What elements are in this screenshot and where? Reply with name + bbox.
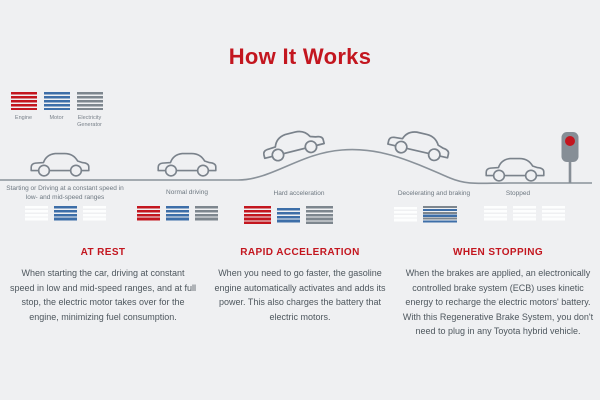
inactive-bar: [483, 206, 507, 221]
car-icon: [485, 157, 545, 182]
inactive-bar: [512, 206, 536, 221]
motor-swatch-icon: [43, 92, 70, 110]
car-icon: [157, 152, 217, 177]
section-body: When you need to go faster, the gasoline…: [214, 268, 386, 322]
engine-bar: [136, 206, 160, 221]
section-heading: AT REST: [80, 247, 126, 258]
energy-bars: [132, 206, 222, 221]
section-heading: WHEN STOPPING: [452, 247, 544, 258]
regen-bar: [422, 206, 457, 223]
legend-item-motor: Motor: [43, 92, 70, 129]
stage-label: Decelerating and braking: [397, 190, 471, 197]
generator-bar: [194, 206, 218, 221]
motor-bar: [276, 208, 300, 223]
inactive-bar: [393, 207, 417, 222]
inactive-bar: [24, 206, 48, 221]
section-when-stopping: WHEN STOPPING When the brakes are applie…: [400, 247, 596, 339]
engine-swatch-icon: [10, 92, 37, 110]
traffic-light-icon: [561, 132, 579, 183]
engine-bar: [243, 206, 271, 225]
inactive-bar: [541, 206, 565, 221]
stage-label: Starting or Driving at a constant speed …: [6, 185, 124, 202]
section-at-rest: AT REST When starting the car, driving a…: [8, 247, 198, 324]
energy-bars: [238, 206, 338, 225]
legend: Engine Motor Electricity Generator: [10, 92, 103, 129]
motor-bar: [165, 206, 189, 221]
generator-swatch-icon: [76, 92, 103, 110]
stage-label: Stopped: [505, 190, 531, 197]
stage-label: Hard acceleration: [273, 190, 325, 197]
page-title: How It Works: [228, 44, 372, 69]
legend-item-engine: Engine: [10, 92, 37, 129]
car-icon: [30, 152, 90, 177]
generator-bar: [305, 206, 333, 225]
section-rapid-acceleration: RAPID ACCELERATION When you need to go f…: [204, 247, 396, 324]
inactive-bar: [82, 206, 106, 221]
legend-label: Engine: [14, 115, 33, 121]
energy-bars: [380, 206, 470, 223]
legend-item-generator: Electricity Generator: [76, 92, 103, 129]
stage-label: Normal driving: [166, 189, 208, 196]
energy-bars: [20, 206, 110, 221]
legend-label: Motor: [49, 115, 64, 121]
section-heading: RAPID ACCELERATION: [240, 247, 360, 258]
motor-bar: [53, 206, 77, 221]
section-body: When starting the car, driving at consta…: [9, 268, 197, 322]
section-body: When the brakes are applied, an electron…: [402, 268, 594, 337]
energy-bars: [478, 206, 570, 221]
road-line: [0, 132, 592, 185]
legend-label: Electricity Generator: [77, 115, 102, 128]
